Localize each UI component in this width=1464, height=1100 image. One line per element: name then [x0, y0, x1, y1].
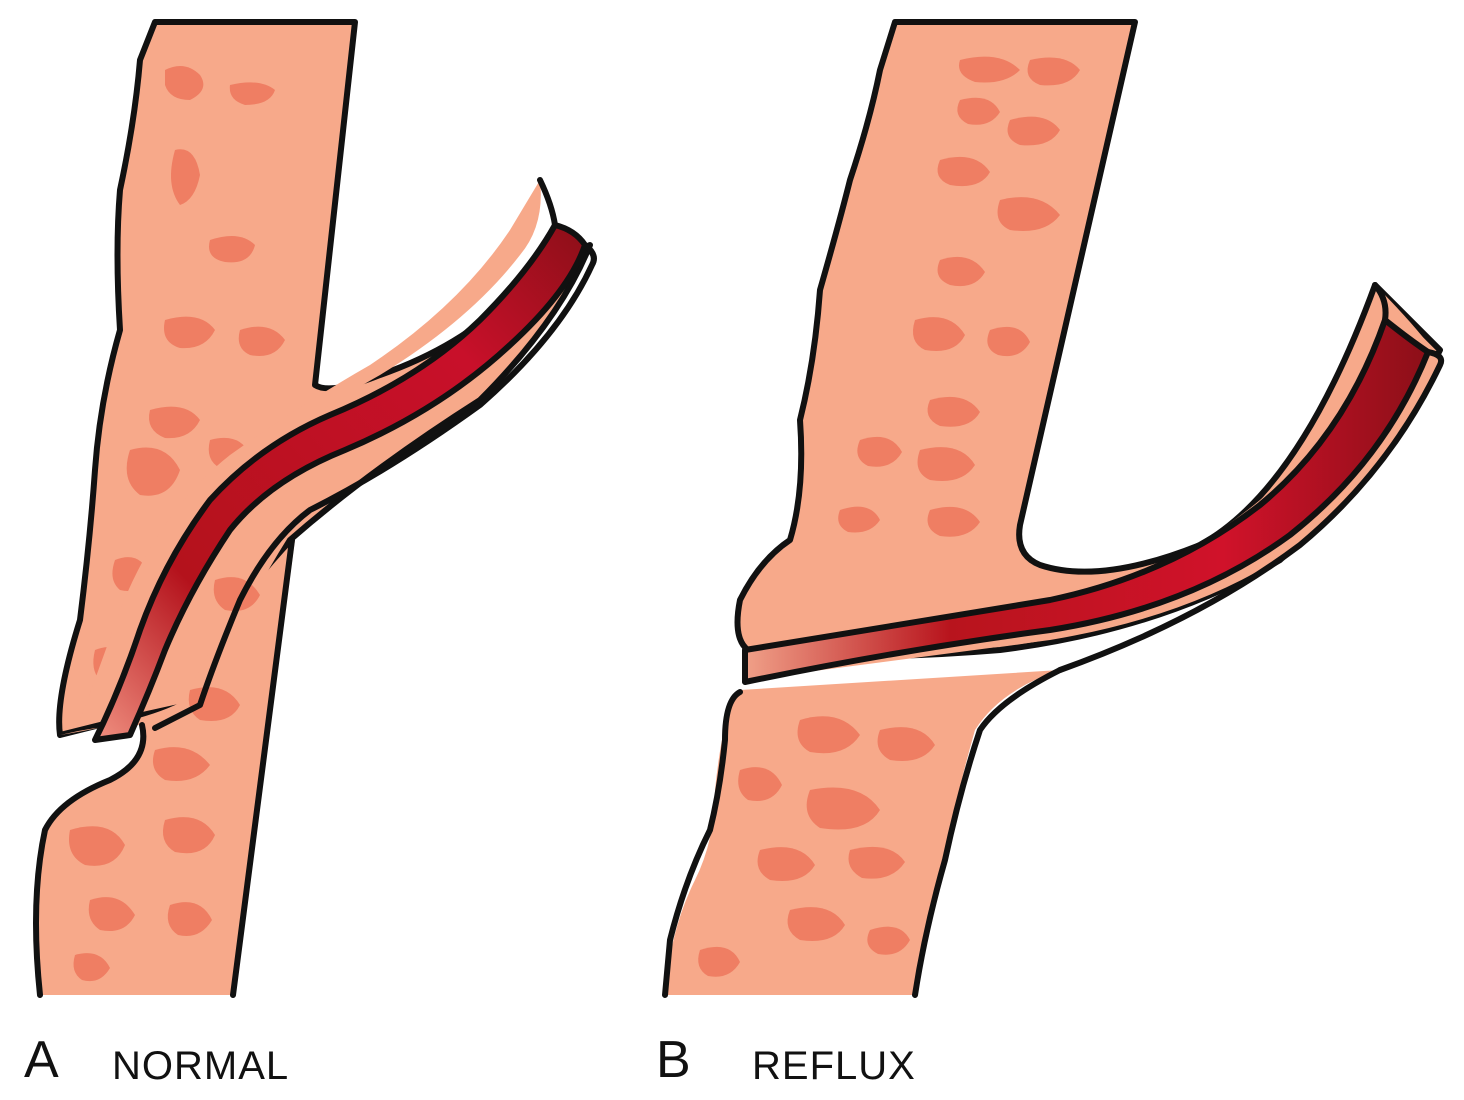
bladder-wall-lower-outline-a	[33, 537, 295, 998]
bladder-wall-upper-b	[734, 19, 1443, 660]
bladder-wall-lower-b	[665, 670, 1060, 995]
panel-b-caption: REFLUX	[752, 1044, 916, 1088]
panel-b-letter: B	[656, 1031, 691, 1089]
bladder-wall-lower-outline-b	[662, 667, 1063, 998]
panel-a-caption: NORMAL	[112, 1044, 290, 1088]
wall-texture-b	[698, 56, 1080, 977]
ureter-lumen-b	[742, 317, 1431, 685]
ureter-lumen-a	[92, 222, 588, 743]
ureter-outline-b	[1057, 282, 1445, 673]
panel-a-letter: A	[24, 1031, 59, 1089]
ureter-outline-a	[152, 177, 597, 731]
panel-a-normal	[33, 19, 597, 998]
panel-b-reflux	[662, 19, 1445, 998]
